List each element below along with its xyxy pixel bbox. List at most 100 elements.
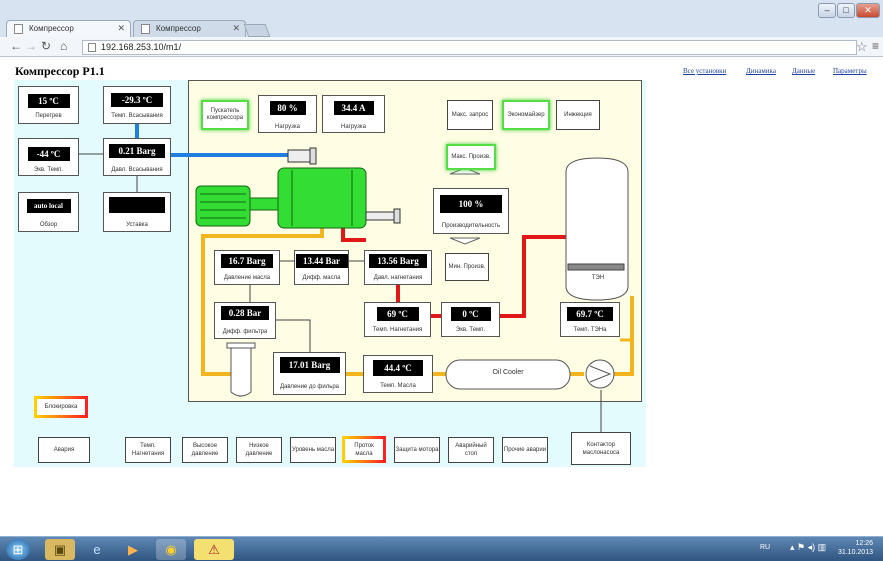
compressor-icon — [277, 167, 367, 229]
alarm-oil-flow-button[interactable]: Проток масла — [342, 436, 386, 463]
clock-date: 31.10.2013 — [837, 549, 873, 556]
equiv-temp2-value: 0 ºC — [450, 307, 491, 321]
menu-icon[interactable]: ≡ — [872, 39, 880, 53]
home-icon[interactable]: ⌂ — [60, 39, 68, 53]
discharge-temp-value: 69 ºC — [376, 307, 419, 321]
taskbar: ⊞ ▣ e ▶ ◉ ⚠ RU ▴ ⚑ ◂) ▥ 12:26 31.10.2013 — [0, 536, 883, 561]
alarm-discharge-temp-button[interactable]: Темп. Нагнетания — [125, 437, 171, 463]
link-dynamics[interactable]: Динамика — [746, 67, 776, 75]
back-icon[interactable]: ← — [10, 39, 22, 53]
pipe-yellow — [201, 228, 324, 376]
connector-line — [276, 319, 311, 352]
load-current-value: 34.4 A — [333, 101, 374, 115]
pump-arrow-icon — [589, 365, 612, 383]
filter-diff-value: 0.28 Bar — [221, 306, 269, 320]
decrease-arrow-icon — [449, 237, 481, 245]
oil-pump-contactor-button[interactable]: Контактор маслонасоса — [571, 432, 631, 465]
close-button[interactable]: ✕ — [856, 3, 880, 18]
tab-close-icon[interactable]: ✕ — [117, 23, 125, 33]
reload-icon[interactable]: ↻ — [41, 39, 52, 53]
clock[interactable]: 12:26 31.10.2013 — [838, 539, 873, 557]
warning-task-icon[interactable]: ⚠ — [194, 539, 234, 560]
alarm-low-pressure-button[interactable]: Низкое давление — [236, 437, 282, 463]
url-text: 192.168.253.10/m1/ — [101, 42, 182, 52]
compressor-starter-indicator: Пускатель компрессора — [201, 100, 249, 130]
alarm-oil-level-button[interactable]: Уровень масла — [290, 437, 336, 463]
tab-label: Компрессор — [156, 24, 201, 33]
max-request-indicator: Макс. запрос — [447, 100, 493, 130]
clock-time: 12:26 — [855, 540, 873, 547]
oil-pressure-label: Давление масла — [223, 275, 271, 281]
start-button[interactable]: ⊞ — [6, 539, 30, 560]
coupling-icon — [249, 197, 279, 211]
equiv-temp-block: -44 ºC Экв. Темп. — [18, 138, 79, 176]
setpoint-label: Уставка — [126, 222, 148, 228]
oil-temp-block: 44.4 ºC Темп. Масла — [363, 355, 433, 393]
discharge-pressure-label: Давл. нагнетания — [373, 275, 423, 281]
link-all-units[interactable]: Все установки — [683, 67, 727, 75]
injection-indicator: Инжекция — [556, 100, 600, 130]
tray-icons[interactable]: ▴ ⚑ ◂) ▥ — [790, 542, 827, 552]
oil-temp-label: Темп. Масла — [380, 383, 416, 389]
alarm-motor-protection-button[interactable]: Защита мотора — [394, 437, 440, 463]
alarm-emergency-stop-button[interactable]: Аварийный стоп — [448, 437, 494, 463]
increase-arrow-icon — [449, 167, 481, 175]
filter-diff-block: 0.28 Bar Дифф. фильтра — [214, 302, 276, 339]
heater-label: ТЭН — [591, 275, 605, 281]
pipe-red — [341, 228, 366, 242]
language-indicator[interactable]: RU — [760, 544, 771, 551]
maximize-button[interactable]: □ — [837, 3, 855, 18]
heater-element-icon — [567, 263, 625, 271]
alarm-button[interactable]: Авария — [38, 437, 90, 463]
oil-pressure-block: 16.7 Barg Давление масла — [214, 250, 280, 285]
ie-icon[interactable]: e — [93, 542, 101, 557]
chrome-icon[interactable]: ◉ — [156, 539, 186, 560]
productivity-value: 100 % — [440, 195, 502, 213]
pre-filter-pressure-value: 17.01 Barg — [279, 357, 340, 373]
link-data[interactable]: Данные — [792, 67, 816, 75]
load-current-label: Нагрузка — [341, 124, 366, 130]
setpoint-value — [109, 197, 165, 213]
explorer-icon[interactable]: ▣ — [45, 539, 75, 560]
tab-active[interactable]: Компрессор✕ — [6, 20, 131, 37]
overview-mode-value: auto local — [26, 199, 71, 213]
forward-icon[interactable]: → — [25, 39, 37, 53]
overview-label: Обзор — [39, 222, 58, 228]
load-percent-label: Нагрузка — [275, 124, 300, 130]
suction-temp-label: Темп. Всасывания — [111, 113, 163, 119]
discharge-flange-icon — [365, 211, 397, 221]
load-percent-block: 80 % Нагрузка — [258, 95, 317, 133]
superheat-value: 15 ºC — [27, 94, 70, 108]
link-parameters[interactable]: Параметры — [833, 67, 867, 75]
overview-block[interactable]: auto local Обзор — [18, 192, 79, 232]
oil-diff-label: Дифф. масла — [302, 275, 341, 281]
heater-temp-block: 69.7 ºC Темп. ТЭНа — [560, 302, 620, 337]
superheat-label: Перегрев — [35, 113, 62, 119]
bookmark-star-icon[interactable]: ☆ — [856, 39, 868, 54]
page-icon — [141, 24, 150, 34]
tab-close-icon[interactable]: ✕ — [232, 23, 240, 33]
address-bar[interactable]: 192.168.253.10/m1/ — [82, 40, 857, 55]
minimize-button[interactable]: – — [818, 3, 836, 18]
discharge-temp-label: Темп. Нагнетания — [372, 327, 423, 333]
motor-icon — [195, 185, 251, 227]
suction-flange-icon — [309, 147, 317, 165]
oil-diff-value: 13.44 Bar — [295, 254, 348, 268]
suction-temp-value: -29.3 ºC — [111, 93, 163, 107]
pre-filter-pressure-block: 17.01 Barg Давление до фильра — [273, 352, 346, 395]
alarm-high-pressure-button[interactable]: Высокое давление — [182, 437, 228, 463]
filter-diff-label: Дифф. фильтра — [222, 329, 268, 335]
setpoint-block[interactable]: Уставка — [103, 192, 171, 232]
suction-pressure-block: 0.21 Barg Давл. Всасывания — [103, 138, 171, 176]
alarm-other-button[interactable]: Прочие аварии — [502, 437, 548, 463]
oil-cooler-icon — [445, 359, 571, 390]
min-productivity-indicator: Мин. Произв. — [445, 253, 489, 281]
media-player-icon[interactable]: ▶ — [128, 542, 138, 557]
blocking-button[interactable]: Блокировка — [34, 396, 88, 418]
suction-pressure-label: Давл. Всасывания — [111, 167, 163, 173]
oil-filter-icon — [230, 347, 252, 397]
oil-cooler-label: Oil Cooler — [492, 369, 524, 376]
equiv-temp2-block: 0 ºC Экв. Темп. — [441, 302, 500, 337]
oil-pressure-value: 16.7 Barg — [221, 254, 273, 268]
